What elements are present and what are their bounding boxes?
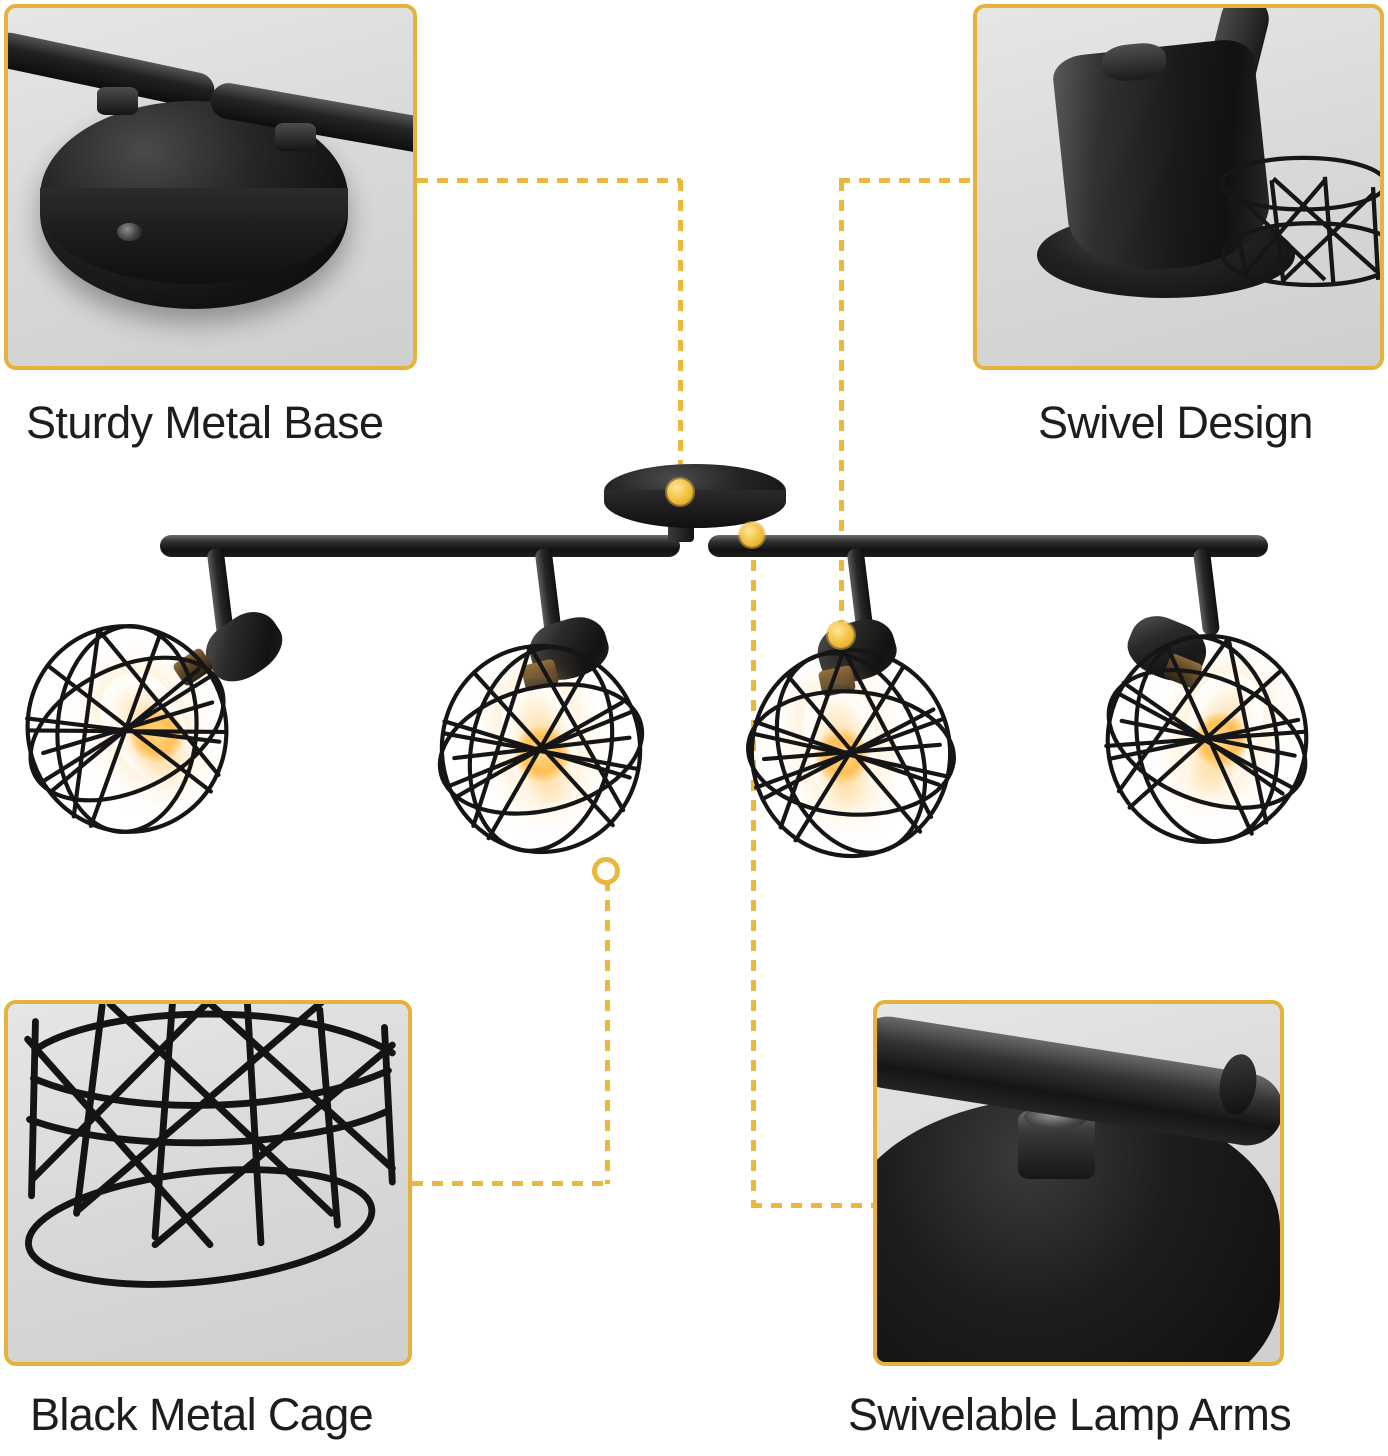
- connector-line-black-metal-cage-horizontal: [412, 1181, 608, 1186]
- black-metal-cage-photo: [8, 1004, 408, 1362]
- wire-cage-shade-4: [1077, 608, 1336, 870]
- swivel-joint-knob: [1018, 1104, 1095, 1180]
- connector-line-swivel-design-vertical: [839, 180, 844, 638]
- connector-line-swivel-design-horizontal: [839, 178, 975, 183]
- swivel-knob-left: [97, 86, 138, 116]
- swivelable-lamp-arms-photo: [877, 1004, 1280, 1362]
- track-bar-left: [160, 535, 680, 557]
- wire-cage-shade-1: [0, 592, 262, 865]
- marker-dot-swivelable-lamp-arms[interactable]: [740, 523, 764, 547]
- connector-line-swivelable-lamp-arms-vertical: [751, 540, 756, 1206]
- connector-line-sturdy-metal-base-vertical: [678, 180, 683, 494]
- wire-cage: [1211, 151, 1380, 323]
- callout-box-swivel-design[interactable]: [973, 4, 1384, 370]
- wire-cage-shade-2: [421, 627, 661, 871]
- ceiling-canopy: [604, 464, 786, 528]
- mounting-screw: [117, 222, 142, 241]
- callout-label-swivelable-lamp-arms: Swivelable Lamp Arms: [848, 1389, 1292, 1440]
- connector-line-swivelable-lamp-arms-horizontal: [751, 1203, 877, 1208]
- swivel-design-photo: [977, 8, 1380, 366]
- wire-cage-shade-3: [735, 635, 968, 872]
- marker-dot-swivel-design[interactable]: [828, 622, 854, 648]
- callout-label-sturdy-metal-base: Sturdy Metal Base: [26, 397, 384, 448]
- marker-ring-black-metal-cage[interactable]: [592, 857, 620, 885]
- marker-dot-sturdy-metal-base[interactable]: [667, 479, 693, 505]
- callout-box-swivelable-lamp-arms[interactable]: [873, 1000, 1284, 1366]
- track-bar-right: [708, 535, 1268, 557]
- wire-cage-lattice: [8, 1004, 408, 1362]
- swivel-knob-right: [275, 122, 316, 152]
- connector-line-black-metal-cage-vertical: [605, 880, 610, 1184]
- canopy-base-plate: [40, 101, 349, 309]
- product-illustration: [0, 440, 1388, 940]
- callout-box-sturdy-metal-base[interactable]: [4, 4, 417, 370]
- sturdy-metal-base-photo: [8, 8, 413, 366]
- connector-line-sturdy-metal-base-horizontal: [417, 178, 681, 183]
- callout-label-black-metal-cage: Black Metal Cage: [30, 1389, 374, 1440]
- callout-box-black-metal-cage[interactable]: [4, 1000, 412, 1366]
- callout-label-swivel-design: Swivel Design: [1038, 397, 1313, 448]
